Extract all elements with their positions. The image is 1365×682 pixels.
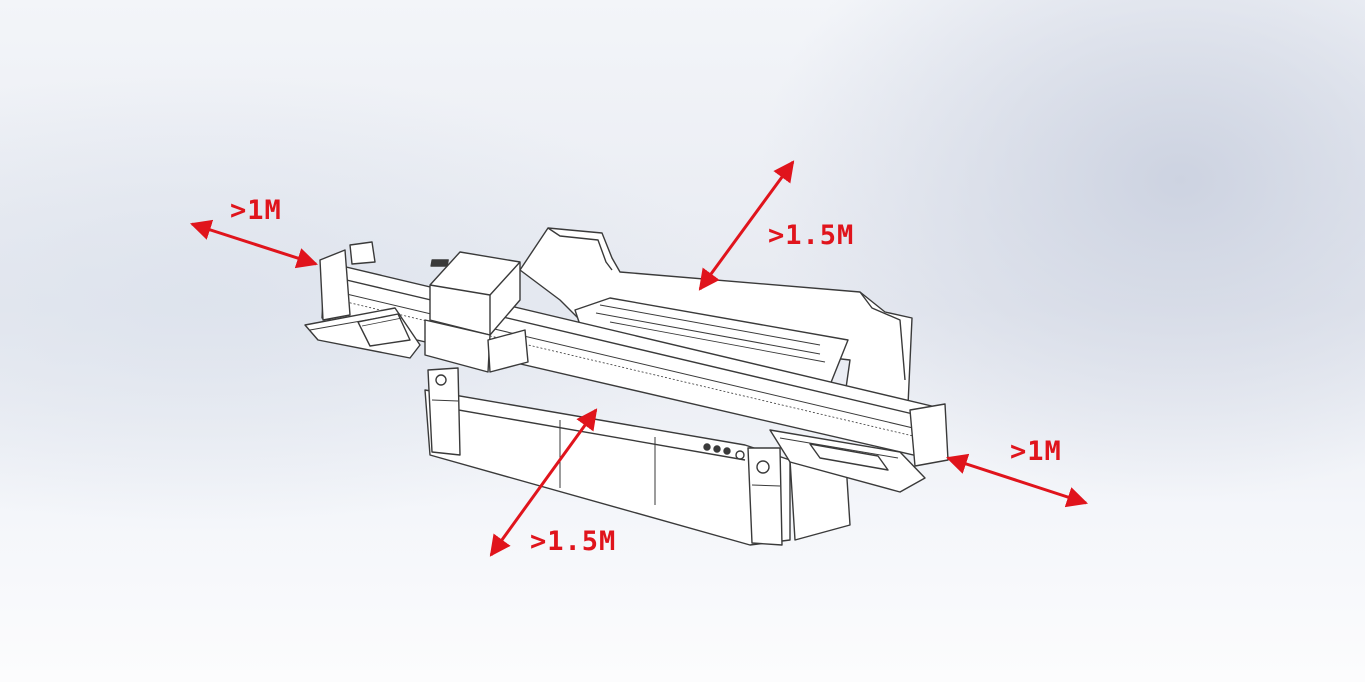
arrow-back-clearance — [698, 160, 795, 291]
arrow-front-clearance — [489, 408, 598, 557]
arrow-left-clearance — [190, 219, 318, 269]
flatbed-printer — [304, 227, 949, 546]
clearance-label-back: >1.5M — [768, 220, 855, 251]
clearance-label-left: >1M — [230, 195, 282, 226]
clearance-arrows — [190, 160, 1088, 557]
clearance-label-front: >1.5M — [530, 526, 617, 557]
arrow-right-clearance — [946, 453, 1088, 508]
clearance-label-right: >1M — [1010, 436, 1062, 467]
